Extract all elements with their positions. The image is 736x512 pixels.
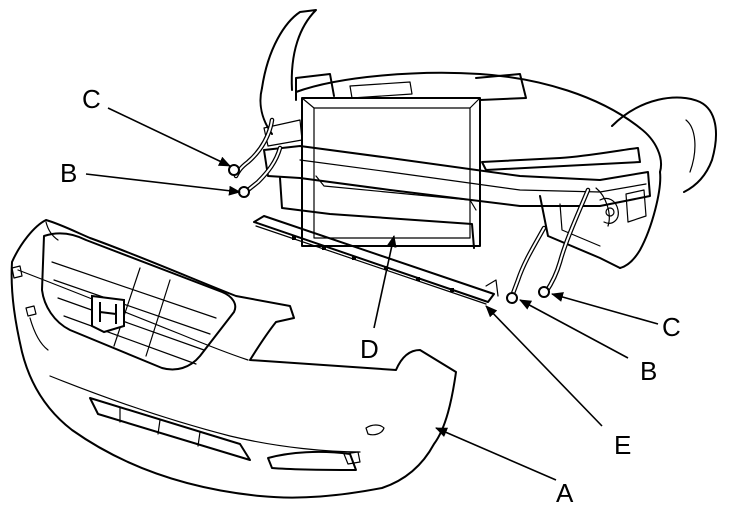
bumper-mounting-strip <box>253 215 499 305</box>
leader-d <box>373 235 397 329</box>
leader-arrows <box>85 107 659 481</box>
leader-c-left <box>107 107 231 167</box>
leader-b-right <box>519 299 629 359</box>
callout-label-e: E <box>614 430 631 460</box>
leader-e <box>485 305 603 427</box>
callout-labels: C B C B D E A <box>60 84 681 508</box>
leader-c-right <box>551 292 659 325</box>
connector-harness-left <box>228 117 283 198</box>
leader-a <box>435 427 557 481</box>
callout-label-c-left: C <box>82 84 101 114</box>
connector-harness-right <box>506 187 591 304</box>
vehicle-front-body <box>259 9 717 269</box>
callout-label-b-left: B <box>60 158 77 188</box>
front-bumper-cover <box>10 219 457 499</box>
emblem-logo <box>91 294 125 334</box>
callout-label-c-right: C <box>662 312 681 342</box>
leader-b-left <box>85 173 241 196</box>
callout-label-d: D <box>360 334 379 364</box>
callout-label-a: A <box>556 478 574 508</box>
callout-label-b-right: B <box>640 356 657 386</box>
